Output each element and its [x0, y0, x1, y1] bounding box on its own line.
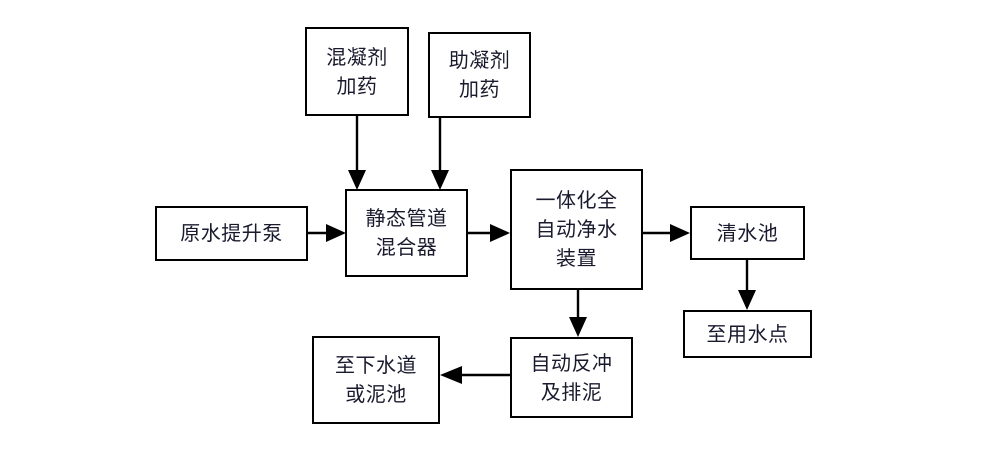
- node-integrated-purifier[interactable]: 一体化全 自动净水 装置: [510, 169, 643, 290]
- node-label-line: 至用水点: [706, 321, 789, 346]
- edge-purifier-to-tank: [643, 224, 690, 242]
- edge-coagulant-to-mixer: [348, 116, 366, 190]
- node-label-line: 混凝剂: [326, 44, 388, 69]
- edge-backwash-to-sewer: [440, 366, 510, 384]
- edge-mixer-to-purifier: [468, 224, 510, 242]
- edge-flocculant-to-mixer: [431, 118, 449, 190]
- node-label-line: 静态管道: [365, 206, 448, 230]
- node-label-line: 及排泥: [540, 379, 603, 404]
- node-static-mixer[interactable]: 静态管道 混合器: [345, 189, 468, 277]
- node-label-line: 混合器: [375, 235, 438, 259]
- node-label-line: 自动反冲: [530, 350, 613, 375]
- edge-purifier-to-backwash: [569, 290, 587, 337]
- node-water-use-point[interactable]: 至用水点: [683, 310, 812, 358]
- node-raw-water-pump[interactable]: 原水提升泵: [155, 206, 308, 261]
- node-label-line: 加药: [336, 73, 378, 98]
- node-label-line: 一体化全: [535, 188, 618, 212]
- node-coagulant-dosing[interactable]: 混凝剂 加药: [305, 27, 409, 116]
- node-label-line: 装置: [556, 246, 597, 270]
- node-sewer-sludge-pond[interactable]: 至下水道 或泥池: [312, 336, 440, 424]
- edge-tank-to-use-point: [738, 260, 756, 310]
- node-auto-backwash[interactable]: 自动反冲 及排泥: [510, 337, 633, 418]
- node-label-line: 清水池: [716, 220, 779, 245]
- node-label-line: 原水提升泵: [180, 221, 283, 245]
- node-label-line: 至下水道: [335, 353, 417, 377]
- node-label-line: 或泥池: [345, 382, 407, 406]
- node-clean-water-tank[interactable]: 清水池: [690, 206, 805, 260]
- node-label-line: 自动净水: [535, 217, 618, 241]
- node-label-line: 加药: [459, 77, 500, 101]
- edge-pump-to-mixer: [308, 224, 346, 242]
- node-flocculant-dosing[interactable]: 助凝剂 加药: [428, 32, 531, 118]
- node-label-line: 助凝剂: [448, 48, 511, 72]
